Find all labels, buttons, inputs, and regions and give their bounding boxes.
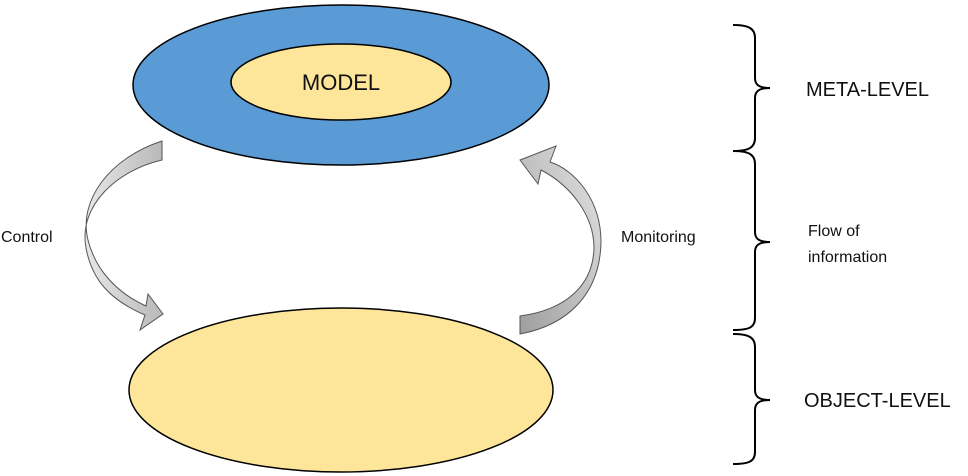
object-level-label: OBJECT-LEVEL xyxy=(804,390,951,412)
flow-label-line2: information xyxy=(808,249,887,266)
control-label: Control xyxy=(1,229,53,246)
meta-level-brace xyxy=(732,24,771,152)
flow-label-line1: Flow of xyxy=(808,223,860,240)
control-arrow xyxy=(84,140,164,332)
model-label: MODEL xyxy=(302,70,380,95)
flow-brace xyxy=(732,150,771,331)
meta-level-label: META-LEVEL xyxy=(806,79,929,101)
monitoring-label: Monitoring xyxy=(621,229,696,246)
model-ellipse xyxy=(230,43,452,121)
object-level-brace xyxy=(732,333,771,465)
monitoring-arrow xyxy=(519,145,602,335)
object-level-ellipse xyxy=(128,307,554,473)
